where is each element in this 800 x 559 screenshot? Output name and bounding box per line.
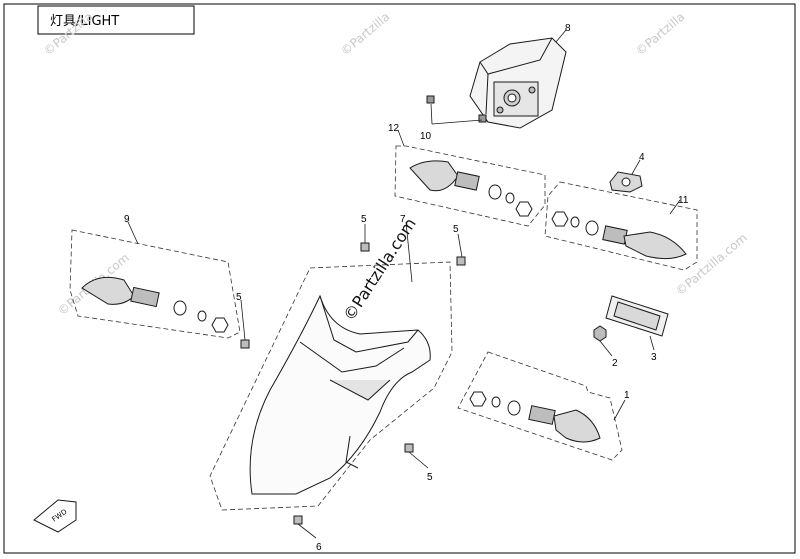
front-right-turn-signal-group: [457, 351, 623, 461]
fwd-arrow-icon: FWD: [33, 499, 77, 533]
group-1-dash: [457, 351, 623, 461]
callout-6: 6: [316, 542, 322, 553]
center-watermark: ©Partzilla.com: [339, 215, 419, 325]
group-9-dash: [69, 229, 241, 339]
group-12-dash: [394, 145, 546, 227]
license-light-part: [609, 171, 643, 193]
callout-12: 12: [388, 123, 400, 134]
license-plate-bracket: [605, 295, 669, 337]
diagram-title: 灯具/LIGHT: [50, 14, 119, 29]
callout-10: 10: [420, 131, 432, 142]
front-left-turn-signal-group: [69, 229, 241, 339]
callout-5-bottom: 5: [427, 472, 433, 483]
callout-4: 4: [639, 152, 645, 163]
callout-5-right: 5: [453, 224, 459, 235]
rear-left-turn-signal-group: [394, 145, 546, 227]
rear-right-turn-signal-group: [544, 181, 698, 271]
callout-5-top: 5: [361, 214, 367, 225]
group-7-dash: [209, 261, 453, 511]
watermark-3: ©Partzilla: [633, 9, 687, 58]
clip-part-6: [293, 515, 303, 525]
watermark-5: ©Partzilla.com: [673, 230, 750, 298]
callout-2: 2: [612, 358, 618, 369]
callout-9: 9: [124, 214, 130, 225]
callout-5-left: 5: [236, 292, 242, 303]
callout-8: 8: [565, 23, 571, 34]
diagram-frame: [3, 3, 796, 554]
group-11-dash: [544, 181, 698, 271]
tail-light-screws: [426, 95, 487, 123]
nut-part-2: [593, 325, 607, 342]
headlight-cowl-group: [209, 261, 453, 511]
callout-11: 11: [678, 195, 689, 206]
callout-3: 3: [651, 352, 657, 363]
callout-7: 7: [400, 214, 406, 225]
tail-light-assembly: [469, 37, 567, 129]
callout-1: 1: [624, 390, 630, 401]
watermark-2: ©Partzilla: [338, 9, 392, 58]
title-box: 灯具/LIGHT: [37, 5, 195, 35]
